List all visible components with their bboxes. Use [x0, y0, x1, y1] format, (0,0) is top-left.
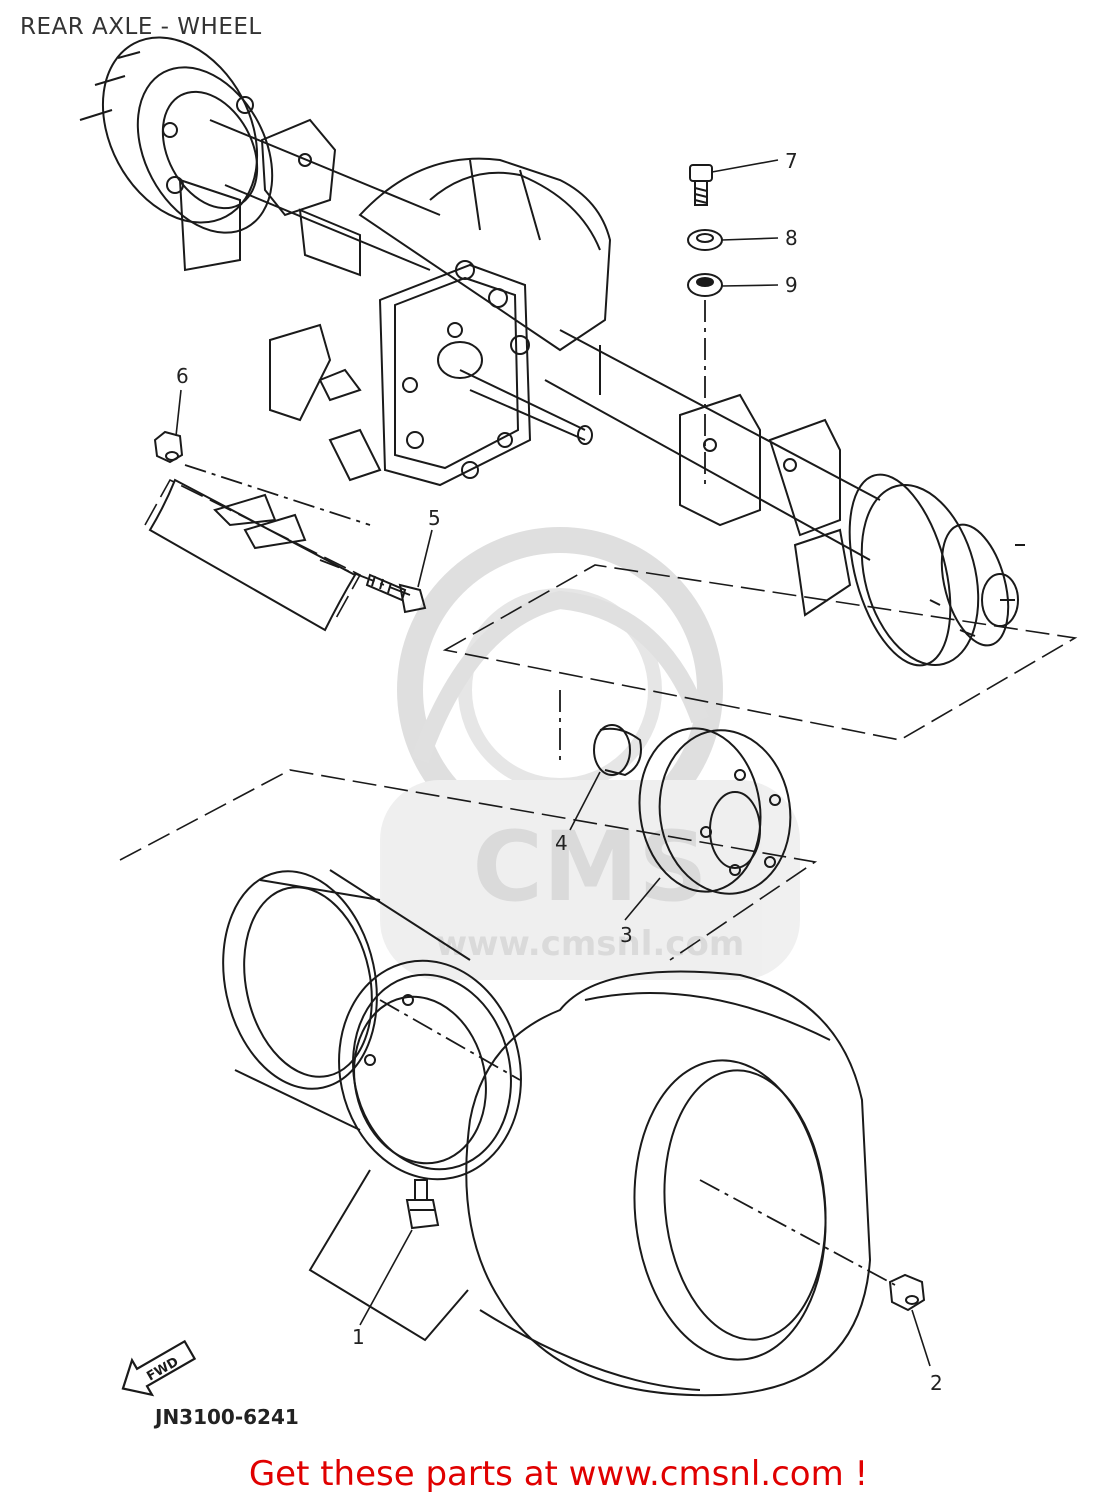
callout-6: 6: [176, 364, 189, 388]
diagram-title: REAR AXLE - WHEEL: [20, 14, 262, 40]
callout-4: 4: [555, 831, 568, 855]
washer-part-8: [687, 229, 723, 251]
flange-nut-part-6: [153, 430, 184, 464]
flange-bolt-part-5: [365, 573, 427, 614]
tire: [465, 970, 872, 1397]
callout-9: 9: [785, 273, 798, 297]
fwd-arrow: FWD: [121, 1339, 197, 1397]
promo-footer[interactable]: Get these parts at www.cmsnl.com !: [248, 1454, 869, 1494]
brake-drum-part-3: [638, 727, 792, 895]
callout-3: 3: [620, 923, 633, 947]
frame-rail: [148, 478, 357, 632]
callout-leaders: [175, 159, 931, 1367]
callout-7: 7: [785, 149, 798, 173]
callout-5: 5: [428, 506, 441, 530]
valve-bracket: [308, 1169, 469, 1342]
grommet-part-9: [687, 273, 723, 297]
callout-8: 8: [785, 226, 798, 250]
callout-numbers: 1 2 3 4 5 6 7 8 9: [176, 149, 943, 1395]
assembly-leader-lines: [184, 300, 896, 1286]
watermark-site: www.cmsnl.com: [436, 924, 745, 964]
tire-valve-part-1: [405, 1179, 440, 1230]
wheel-nut-part-2: [888, 1273, 926, 1312]
rear-axle-assembly: [79, 36, 1025, 667]
drawing-code: JN3100-6241: [155, 1405, 299, 1429]
hub-cap-part-4: [593, 724, 642, 777]
callout-2: 2: [930, 1371, 943, 1395]
watermark-brand: CMS: [472, 811, 707, 923]
wheel-rim: [222, 869, 522, 1181]
bolt-part-7: [689, 164, 713, 206]
assembly-planes: [119, 478, 1078, 961]
callout-1: 1: [352, 1325, 365, 1349]
